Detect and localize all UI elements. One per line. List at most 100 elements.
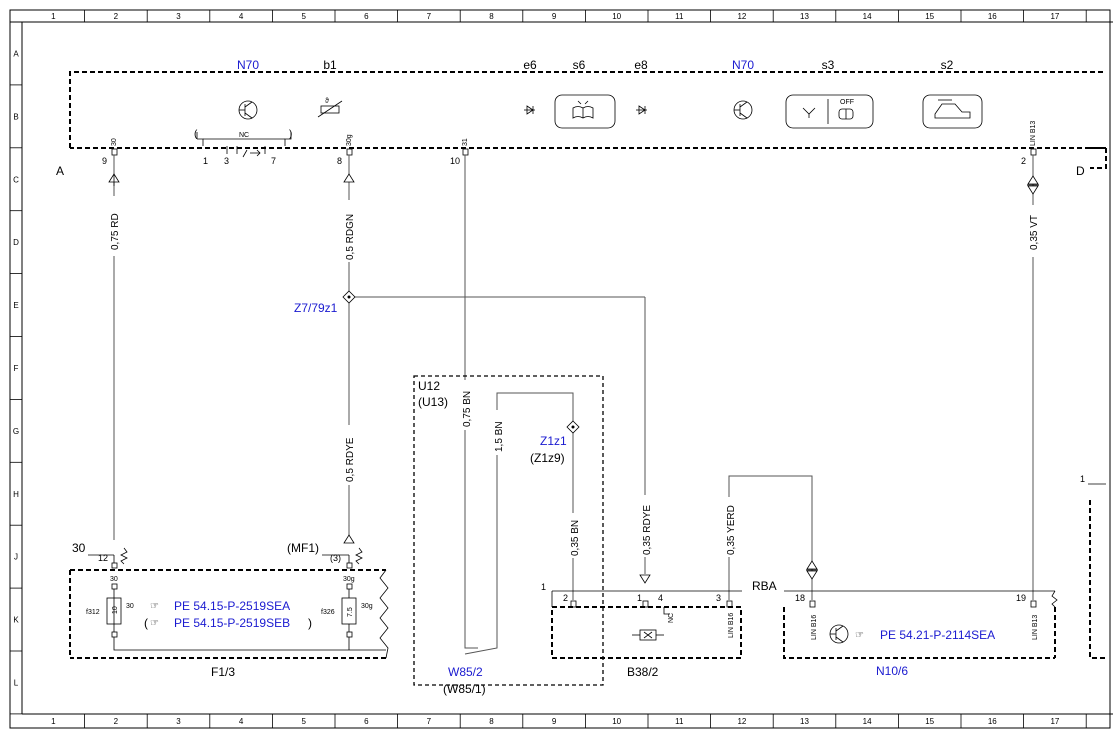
svg-text:(: ( xyxy=(194,129,198,140)
u12-label: U12 xyxy=(418,379,440,393)
transistor-icon xyxy=(829,624,849,644)
temperature-sensor-icon: ϑ xyxy=(317,98,343,118)
interior-protection-switch-icon: OFF xyxy=(785,94,874,129)
grid-row-label: D xyxy=(13,238,19,247)
fuse-box-f13: F1/3 30 12 (MF1) (3) 30 30 30g 30g 10 f3… xyxy=(69,534,389,679)
b38-pin-1: 1 xyxy=(637,593,642,603)
grid-column-top: 15 xyxy=(925,12,934,21)
pin-7-label: 7 xyxy=(271,156,276,166)
nc-switch-group: NC ( ) xyxy=(194,129,292,158)
n10-id: N10/6 xyxy=(876,664,908,678)
fuse-f326-value: 7.5 xyxy=(347,607,354,617)
lamp-icon xyxy=(524,105,535,115)
grid-column-bottom: 15 xyxy=(925,717,934,726)
fuse-pin-30g-side: 30g xyxy=(361,603,373,610)
fuse-pin-30-side: 30 xyxy=(126,603,134,610)
terminal-30-pin: 12 xyxy=(98,553,108,563)
right-module-pin-1: 1 xyxy=(1080,474,1085,484)
reference-link-1[interactable]: ☞ PE 54.15-P-2519SEA xyxy=(150,599,290,613)
grid-column-top: 8 xyxy=(489,12,494,21)
grid-row-label: A xyxy=(13,49,19,58)
grid-column-bottom: 10 xyxy=(612,717,621,726)
grid-column-top: 1 xyxy=(51,12,56,21)
reference-link-3-text[interactable]: PE 54.21-P-2114SEA xyxy=(880,628,995,642)
u12-ground-block: U12 (U13) W85/2 (W85/1) xyxy=(413,375,604,696)
n70-module: N70 b1 e6 s6 e8 N70 s3 s2 ϑ xyxy=(56,58,1107,178)
hand-pointer-icon: ☞ xyxy=(855,630,864,641)
svg-text:): ) xyxy=(289,129,292,140)
reference-link-1-text[interactable]: PE 54.15-P-2519SEA xyxy=(174,599,290,613)
pin-8-label: 8 xyxy=(337,156,342,166)
terminal-30-label: 30 xyxy=(72,541,86,555)
svg-text:ϑ: ϑ xyxy=(325,98,329,105)
fuse-box-id: F1/3 xyxy=(211,665,235,679)
wires: 0,75 RD 0,5 RDGN 0,5 RDYE Z7/79z1 0,35 R… xyxy=(106,155,1041,655)
grid-column-top: 14 xyxy=(863,12,872,21)
s2-label: s2 xyxy=(941,58,954,72)
diagram-frame xyxy=(9,9,1113,729)
connector-d-label: D xyxy=(1076,164,1085,178)
hand-pointer-icon: ☞ xyxy=(150,618,159,629)
n70-label-right: N70 xyxy=(732,58,754,72)
fuse-f312-value: 10 xyxy=(112,606,119,614)
n10-lin-b16: LIN B16 xyxy=(811,615,818,640)
wire-035-bn-label: 0,35 BN xyxy=(570,520,581,556)
grid-column-bottom: 17 xyxy=(1050,717,1059,726)
grid-column-bottom: 11 xyxy=(675,717,684,726)
pin-3-label: 3 xyxy=(224,156,229,166)
mf1-pin: (3) xyxy=(330,553,341,563)
e8-label: e8 xyxy=(634,58,648,72)
s3-label: s3 xyxy=(822,58,835,72)
grid-column-top: 7 xyxy=(427,12,432,21)
grid-row-label: B xyxy=(13,112,18,121)
reference-link-2-text[interactable]: PE 54.15-P-2519SEB xyxy=(174,616,290,630)
grid-column-top: 5 xyxy=(301,12,306,21)
grid-column-top: 2 xyxy=(114,12,119,21)
lamp-icon xyxy=(636,105,647,115)
grid-column-top: 13 xyxy=(800,12,809,21)
reference-link-2[interactable]: ( ☞ PE 54.15-P-2519SEB ) xyxy=(144,616,312,630)
splice-z1-alt-label: (Z1z9) xyxy=(530,451,565,465)
b38-lin-label: LIN B16 xyxy=(728,613,735,638)
reference-close-paren: ) xyxy=(308,616,312,630)
b38-pin-4: 4 xyxy=(658,593,663,603)
fuse-f312-label: f312 xyxy=(86,609,100,616)
grid-column-top: 10 xyxy=(612,12,621,21)
fuse-f326-label: f326 xyxy=(321,609,335,616)
wire-035-yerd-label: 0,35 YERD xyxy=(726,505,737,555)
grid-column-top: 6 xyxy=(364,12,369,21)
grid-row-label: L xyxy=(14,678,19,687)
wire-05-rdgn-label: 0,5 RDGN xyxy=(345,214,356,260)
wire-075-rd-label: 0,75 RD xyxy=(110,213,121,250)
grid-column-top: 12 xyxy=(737,12,746,21)
grid-row-label: C xyxy=(13,175,19,184)
b38-pin-3: 3 xyxy=(716,593,721,603)
grid-column-top: 3 xyxy=(176,12,181,21)
grid-column-top: 4 xyxy=(239,12,244,21)
reference-link-3[interactable]: ☞ PE 54.21-P-2114SEA xyxy=(855,628,995,642)
u13-label: (U13) xyxy=(418,395,448,409)
grid-column-top: 9 xyxy=(552,12,557,21)
grid-column-bottom: 9 xyxy=(552,717,557,726)
pin-lin-b13-name: LIN B13 xyxy=(1030,121,1037,146)
pin-30-name: 30 xyxy=(111,138,118,146)
mf1-label: (MF1) xyxy=(287,541,319,555)
pin-1-label: 1 xyxy=(203,156,208,166)
off-label: OFF xyxy=(840,99,854,106)
grid-column-bottom: 13 xyxy=(800,717,809,726)
grid-column-bottom: 3 xyxy=(176,717,181,726)
transistor-icon xyxy=(733,100,753,120)
hand-pointer-icon: ☞ xyxy=(150,601,159,612)
n10-module: RBA 18 19 LIN B16 LIN B13 ☞ PE 54.21-P-2… xyxy=(752,474,1106,678)
grid-column-top: 16 xyxy=(988,12,997,21)
pin-30g-name: 30g xyxy=(346,134,353,146)
grid-column-bottom: 8 xyxy=(489,717,494,726)
n70-label-left: N70 xyxy=(237,58,259,72)
b38-nc-label: NC xyxy=(668,613,675,623)
grid-column-bottom: 12 xyxy=(737,717,746,726)
rain-light-sensor-icon xyxy=(632,629,664,641)
grid-column-bottom: 14 xyxy=(863,717,872,726)
grid-column-bottom: 5 xyxy=(301,717,306,726)
wire-035-rdye-label: 0,35 RDYE xyxy=(642,505,653,555)
